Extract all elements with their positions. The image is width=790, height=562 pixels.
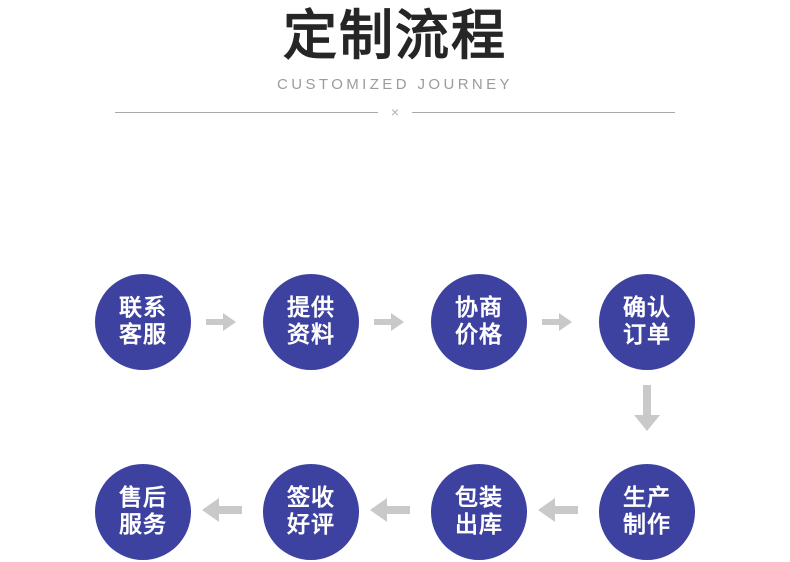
flow-node-production[interactable]: 生产 制作 — [599, 464, 695, 560]
flow-node-packaging-shipment[interactable]: 包装 出库 — [431, 464, 527, 560]
page-subtitle: CUSTOMIZED JOURNEY — [277, 76, 513, 93]
flow-node-label-line2: 资料 — [287, 322, 335, 348]
flow-row-top: 联系 客服 提供 资料 协商 价格 确认 订单 — [0, 272, 790, 372]
flow-node-after-sales-service[interactable]: 售后 服务 — [95, 464, 191, 560]
flow-node-confirm-order[interactable]: 确认 订单 — [599, 274, 695, 370]
arrow-left-icon — [538, 498, 578, 522]
arrow-left-icon — [202, 498, 242, 522]
divider-line-left — [115, 111, 378, 113]
flow-node-label-line2: 服务 — [119, 512, 167, 538]
flow-node-signoff-review[interactable]: 签收 好评 — [263, 464, 359, 560]
flow-node-label-line2: 制作 — [623, 512, 671, 538]
flow-node-label-line1: 确认 — [623, 295, 671, 321]
divider-cross-icon: × — [390, 104, 400, 120]
flow-node-label-line1: 售后 — [119, 485, 167, 511]
arrow-left-icon — [370, 498, 410, 522]
flow-node-label-line1: 提供 — [287, 295, 335, 321]
flow-node-label-line2: 价格 — [455, 322, 503, 348]
arrow-right-icon — [542, 313, 572, 331]
flow-node-label-line2: 订单 — [623, 322, 671, 348]
flow-node-label-line2: 出库 — [455, 512, 503, 538]
header: 定制流程 CUSTOMIZED JOURNEY × — [0, 0, 790, 120]
flow-node-label-line1: 签收 — [287, 485, 335, 511]
flow-node-label-line2: 客服 — [119, 322, 167, 348]
flow-node-label-line1: 协商 — [455, 295, 503, 321]
flow-node-label-line1: 生产 — [623, 485, 671, 511]
page-title: 定制流程 — [283, 4, 507, 67]
flow-node-provide-materials[interactable]: 提供 资料 — [263, 274, 359, 370]
flow-node-negotiate-price[interactable]: 协商 价格 — [431, 274, 527, 370]
flow-row-bottom: 售后 服务 签收 好评 包装 出库 生产 制作 — [0, 462, 790, 562]
flow-node-label-line1: 包装 — [455, 485, 503, 511]
arrow-right-icon — [206, 313, 236, 331]
arrow-down-icon — [634, 385, 660, 431]
flow-node-contact-support[interactable]: 联系 客服 — [95, 274, 191, 370]
flow-node-label-line2: 好评 — [287, 512, 335, 538]
arrow-right-icon — [374, 313, 404, 331]
divider: × — [115, 104, 675, 120]
divider-line-right — [412, 111, 675, 113]
flow-node-label-line1: 联系 — [119, 295, 167, 321]
